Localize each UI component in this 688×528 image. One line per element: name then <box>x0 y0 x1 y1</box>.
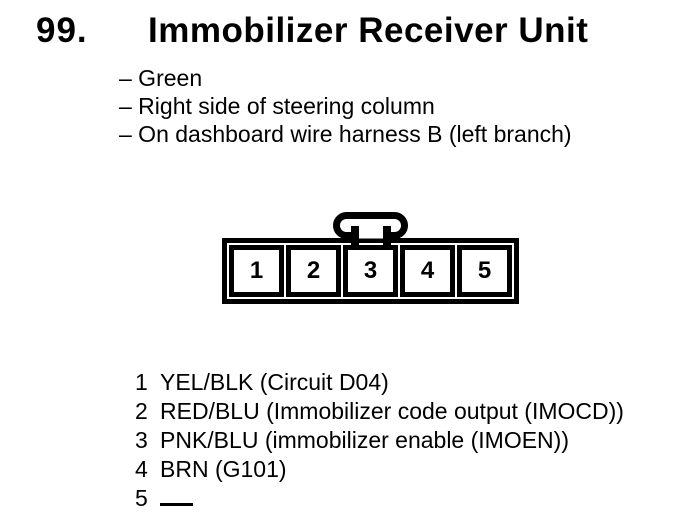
pin-list-number: 5 <box>135 485 148 511</box>
pin-description-row: 1 YEL/BLK (Circuit D04) <box>135 368 624 397</box>
detail-list: – Green – Right side of steering column … <box>119 64 572 148</box>
pin-list-number: 3 <box>135 427 148 453</box>
detail-item-location: – Right side of steering column <box>119 93 435 119</box>
pin-cell-2: 2 <box>286 245 341 297</box>
pin-number-3: 3 <box>363 257 378 284</box>
pin-number-1: 1 <box>249 257 264 284</box>
pin-list-desc: YEL/BLK (Circuit D04) <box>160 369 389 395</box>
connector-diagram: 1 2 3 4 5 <box>222 238 519 304</box>
pin-cell-5: 5 <box>457 245 512 297</box>
no-connection-dash-icon <box>160 503 193 506</box>
pin-list-desc: BRN (G101) <box>160 456 287 482</box>
pin-list-desc: PNK/BLU (immobilizer enable (IMOEN)) <box>160 427 569 453</box>
detail-item-color: – Green <box>119 65 203 91</box>
pin-description-row: 3 PNK/BLU (immobilizer enable (IMOEN)) <box>135 426 624 455</box>
pin-cell-4: 4 <box>400 245 455 297</box>
pin-cell-3: 3 <box>343 245 398 297</box>
pin-list-number: 2 <box>135 398 148 424</box>
pin-list-number: 1 <box>135 369 148 395</box>
detail-item-harness: – On dashboard wire harness B (left bran… <box>119 121 572 147</box>
pin-list-desc: RED/BLU (Immobilizer code output (IMOCD)… <box>160 398 624 424</box>
item-number: 99. <box>36 11 88 50</box>
pin-list-number: 4 <box>135 456 148 482</box>
pin-description-row: 4 BRN (G101) <box>135 455 624 484</box>
pin-description-list: 1 YEL/BLK (Circuit D04) 2 RED/BLU (Immobil… <box>135 368 624 513</box>
page-title: Immobilizer Receiver Unit <box>148 11 589 50</box>
pin-number-2: 2 <box>306 257 321 284</box>
pin-cell-1: 1 <box>229 245 284 297</box>
connector-latch-icon <box>333 212 408 248</box>
pin-description-row: 2 RED/BLU (Immobilizer code output (IMOCD… <box>135 397 624 426</box>
pin-number-5: 5 <box>477 257 492 284</box>
pin-description-row: 5 <box>135 484 624 513</box>
pin-number-4: 4 <box>420 257 435 284</box>
